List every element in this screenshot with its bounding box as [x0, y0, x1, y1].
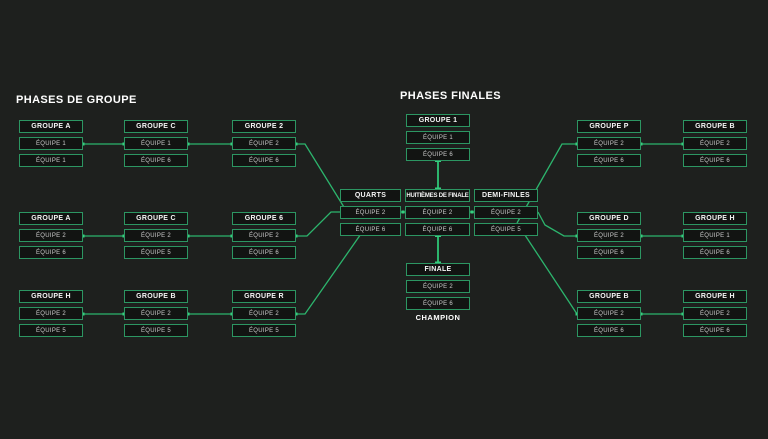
- group-box-title: GROUPE B: [124, 290, 188, 303]
- quarts-box-title: QUARTS: [340, 189, 401, 202]
- group-box-team: ÉQUIPE 6: [683, 154, 747, 167]
- group-box[interactable]: GROUPE C ÉQUIPE 1 ÉQUIPE 6: [124, 120, 188, 167]
- group-box[interactable]: GROUPE B ÉQUIPE 2 ÉQUIPE 6: [577, 290, 641, 337]
- group-box[interactable]: GROUPE 2 ÉQUIPE 2 ÉQUIPE 6: [232, 120, 296, 167]
- group-box[interactable]: GROUPE 6 ÉQUIPE 2 ÉQUIPE 6: [232, 212, 296, 259]
- group-box-title: GROUPE A: [19, 120, 83, 133]
- group-box-title: GROUPE 2: [232, 120, 296, 133]
- group-phase-title: PHASES DE GROUPE: [16, 94, 137, 106]
- huitiemes-box-team: ÉQUIPE 6: [405, 223, 470, 236]
- group-box-team: ÉQUIPE 2: [232, 229, 296, 242]
- group-box-team: ÉQUIPE 2: [232, 307, 296, 320]
- group-box-team: ÉQUIPE 2: [683, 137, 747, 150]
- group-box[interactable]: GROUPE H ÉQUIPE 2 ÉQUIPE 6: [683, 290, 747, 337]
- group-box-title: GROUPE H: [683, 290, 747, 303]
- finale-box[interactable]: FINALE ÉQUIPE 2 ÉQUIPE 6: [406, 263, 470, 310]
- group-box-title: GROUPE D: [577, 212, 641, 225]
- group-box-team: ÉQUIPE 2: [577, 229, 641, 242]
- group-box-team: ÉQUIPE 5: [124, 324, 188, 337]
- group-box-title: GROUPE B: [577, 290, 641, 303]
- group-box-title: GROUPE 6: [232, 212, 296, 225]
- demi-finales-box-team: ÉQUIPE 2: [474, 206, 538, 219]
- demi-finales-box-team: ÉQUIPE 5: [474, 223, 538, 236]
- group-box-team: ÉQUIPE 2: [683, 307, 747, 320]
- finale-box-team: ÉQUIPE 6: [406, 297, 470, 310]
- group-box-title: GROUPE B: [683, 120, 747, 133]
- group-box-team: ÉQUIPE 1: [124, 137, 188, 150]
- group-box-team: ÉQUIPE 6: [232, 154, 296, 167]
- group-box[interactable]: GROUPE D ÉQUIPE 2 ÉQUIPE 6: [577, 212, 641, 259]
- group-box-title: GROUPE R: [232, 290, 296, 303]
- finale-box-team: ÉQUIPE 2: [406, 280, 470, 293]
- group-box-title: GROUPE H: [683, 212, 747, 225]
- group-box[interactable]: GROUPE H ÉQUIPE 2 ÉQUIPE 5: [19, 290, 83, 337]
- group-box-team: ÉQUIPE 2: [124, 229, 188, 242]
- group-box[interactable]: GROUPE A ÉQUIPE 1 ÉQUIPE 1: [19, 120, 83, 167]
- group-box[interactable]: GROUPE C ÉQUIPE 2 ÉQUIPE 5: [124, 212, 188, 259]
- group-box-team: ÉQUIPE 5: [232, 324, 296, 337]
- group-box-title: GROUPE A: [19, 212, 83, 225]
- huitiemes-box-title: HUITIÈMES DE FINALE: [405, 189, 470, 202]
- demi-finales-box-title: DEMI-FINLES: [474, 189, 538, 202]
- group-box-title: GROUPE P: [577, 120, 641, 133]
- group-box-team: ÉQUIPE 1: [683, 229, 747, 242]
- quarts-box[interactable]: QUARTS ÉQUIPE 2 ÉQUIPE 6: [340, 189, 401, 236]
- group-box[interactable]: GROUPE H ÉQUIPE 1 ÉQUIPE 6: [683, 212, 747, 259]
- huitiemes-box[interactable]: HUITIÈMES DE FINALE ÉQUIPE 2 ÉQUIPE 6: [405, 189, 470, 236]
- group-box[interactable]: GROUPE A ÉQUIPE 2 ÉQUIPE 6: [19, 212, 83, 259]
- qualifier-box-team: ÉQUIPE 1: [406, 131, 470, 144]
- group-box-team: ÉQUIPE 2: [19, 229, 83, 242]
- group-box-team: ÉQUIPE 6: [232, 246, 296, 259]
- group-box-team: ÉQUIPE 6: [577, 324, 641, 337]
- huitiemes-box-team: ÉQUIPE 2: [405, 206, 470, 219]
- finals-title: PHASES FINALES: [400, 90, 501, 102]
- group-box-team: ÉQUIPE 6: [124, 154, 188, 167]
- group-box-team: ÉQUIPE 2: [577, 307, 641, 320]
- group-box[interactable]: GROUPE P ÉQUIPE 2 ÉQUIPE 6: [577, 120, 641, 167]
- group-box-team: ÉQUIPE 5: [124, 246, 188, 259]
- quarts-box-team: ÉQUIPE 6: [340, 223, 401, 236]
- group-box-team: ÉQUIPE 2: [124, 307, 188, 320]
- qualifier-box-title: GROUPE 1: [406, 114, 470, 127]
- group-box-team: ÉQUIPE 6: [19, 246, 83, 259]
- qualifier-box-team: ÉQUIPE 6: [406, 148, 470, 161]
- champion-label: CHAMPION: [415, 313, 461, 322]
- group-box[interactable]: GROUPE R ÉQUIPE 2 ÉQUIPE 5: [232, 290, 296, 337]
- qualifier-box[interactable]: GROUPE 1 ÉQUIPE 1 ÉQUIPE 6: [406, 114, 470, 161]
- group-box[interactable]: GROUPE B ÉQUIPE 2 ÉQUIPE 6: [683, 120, 747, 167]
- group-box-team: ÉQUIPE 2: [19, 307, 83, 320]
- group-box-team: ÉQUIPE 6: [683, 324, 747, 337]
- group-box-team: ÉQUIPE 5: [19, 324, 83, 337]
- finale-box-title: FINALE: [406, 263, 470, 276]
- group-box-title: GROUPE C: [124, 212, 188, 225]
- group-box-team: ÉQUIPE 1: [19, 137, 83, 150]
- group-box-team: ÉQUIPE 6: [577, 246, 641, 259]
- group-box-team: ÉQUIPE 1: [19, 154, 83, 167]
- group-box-team: ÉQUIPE 2: [577, 137, 641, 150]
- group-box-title: GROUPE H: [19, 290, 83, 303]
- group-box[interactable]: GROUPE B ÉQUIPE 2 ÉQUIPE 5: [124, 290, 188, 337]
- group-box-team: ÉQUIPE 2: [232, 137, 296, 150]
- quarts-box-team: ÉQUIPE 2: [340, 206, 401, 219]
- group-box-team: ÉQUIPE 6: [577, 154, 641, 167]
- group-box-team: ÉQUIPE 6: [683, 246, 747, 259]
- group-box-title: GROUPE C: [124, 120, 188, 133]
- demi-finales-box[interactable]: DEMI-FINLES ÉQUIPE 2 ÉQUIPE 5: [474, 189, 538, 236]
